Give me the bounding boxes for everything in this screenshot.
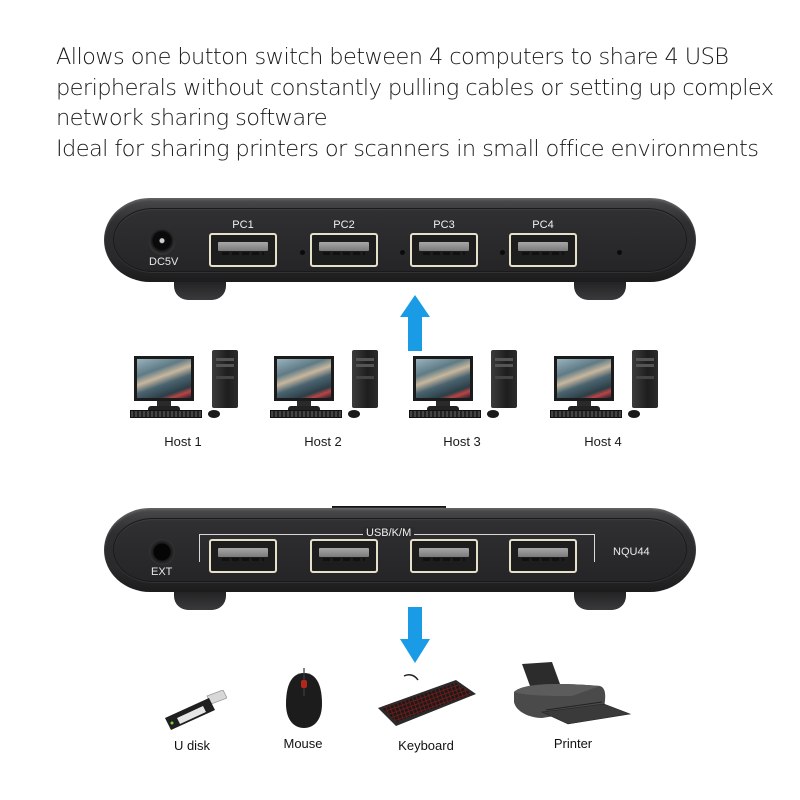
model-label: NQU44 (613, 546, 650, 558)
printer-icon (514, 662, 632, 725)
feature-description: Allows one button switch between 4 compu… (56, 42, 796, 164)
port-label-pc2: PC2 (333, 219, 355, 231)
host-label: Host 1 (164, 434, 202, 449)
led-indicator (300, 250, 305, 255)
port-label-pc1: PC1 (232, 219, 254, 231)
peripheral-label-mouse: Mouse (283, 736, 323, 751)
usb-port-pc1 (209, 233, 277, 267)
ext-jack-label: EXT (151, 566, 173, 578)
port-label-pc4: PC4 (532, 219, 554, 231)
usb-port-2 (310, 539, 378, 573)
description-line: Allows one button switch between 4 compu… (56, 44, 729, 70)
usb-port-pc2 (310, 233, 378, 267)
description-line: network sharing software (56, 105, 328, 131)
host-computer-2: Host 2 (268, 346, 392, 449)
description-line: peripherals without constantly pulling c… (56, 74, 774, 101)
peripheral-label-u-disk: U disk (173, 738, 211, 753)
peripheral-label-printer: Printer (553, 736, 593, 751)
device-foot (574, 278, 626, 300)
arrow-up-icon (400, 295, 430, 351)
peripheral-label-keyboard: Keyboard (398, 738, 454, 753)
device-foot (174, 278, 226, 300)
led-indicator (617, 250, 622, 255)
usb-port-pc3 (410, 233, 478, 267)
host-label: Host 2 (304, 434, 342, 449)
device-foot (574, 588, 626, 610)
power-jack-icon (149, 229, 175, 255)
host-label: Host 3 (443, 434, 481, 449)
keyboard-icon (378, 674, 476, 726)
device-foot (174, 588, 226, 610)
host-label: Host 4 (584, 434, 622, 449)
ext-jack-icon (149, 539, 175, 565)
usb-drive-icon (165, 690, 227, 730)
description-line: Ideal for sharing printers or scanners i… (56, 135, 759, 162)
host-computer-1: Host 1 (128, 346, 252, 449)
host-computer-3: Host 3 (407, 346, 531, 449)
mouse-icon (286, 668, 322, 728)
led-indicator (500, 250, 505, 255)
arrow-down-icon (400, 607, 430, 663)
usb-port-1 (209, 539, 277, 573)
port-label-pc3: PC3 (433, 219, 455, 231)
power-jack-label: DC5V (149, 256, 179, 268)
usb-port-pc4 (509, 233, 577, 267)
usb-port-3 (410, 539, 478, 573)
port-group-label: USB/K/M (363, 527, 415, 539)
led-indicator (400, 250, 405, 255)
device-face: DC5V PC1 PC2 PC3 PC4 (113, 208, 687, 272)
host-computer-4: Host 4 (548, 346, 672, 449)
device-face: EXT USB/K/M NQU44 (113, 518, 687, 582)
usb-port-4 (509, 539, 577, 573)
